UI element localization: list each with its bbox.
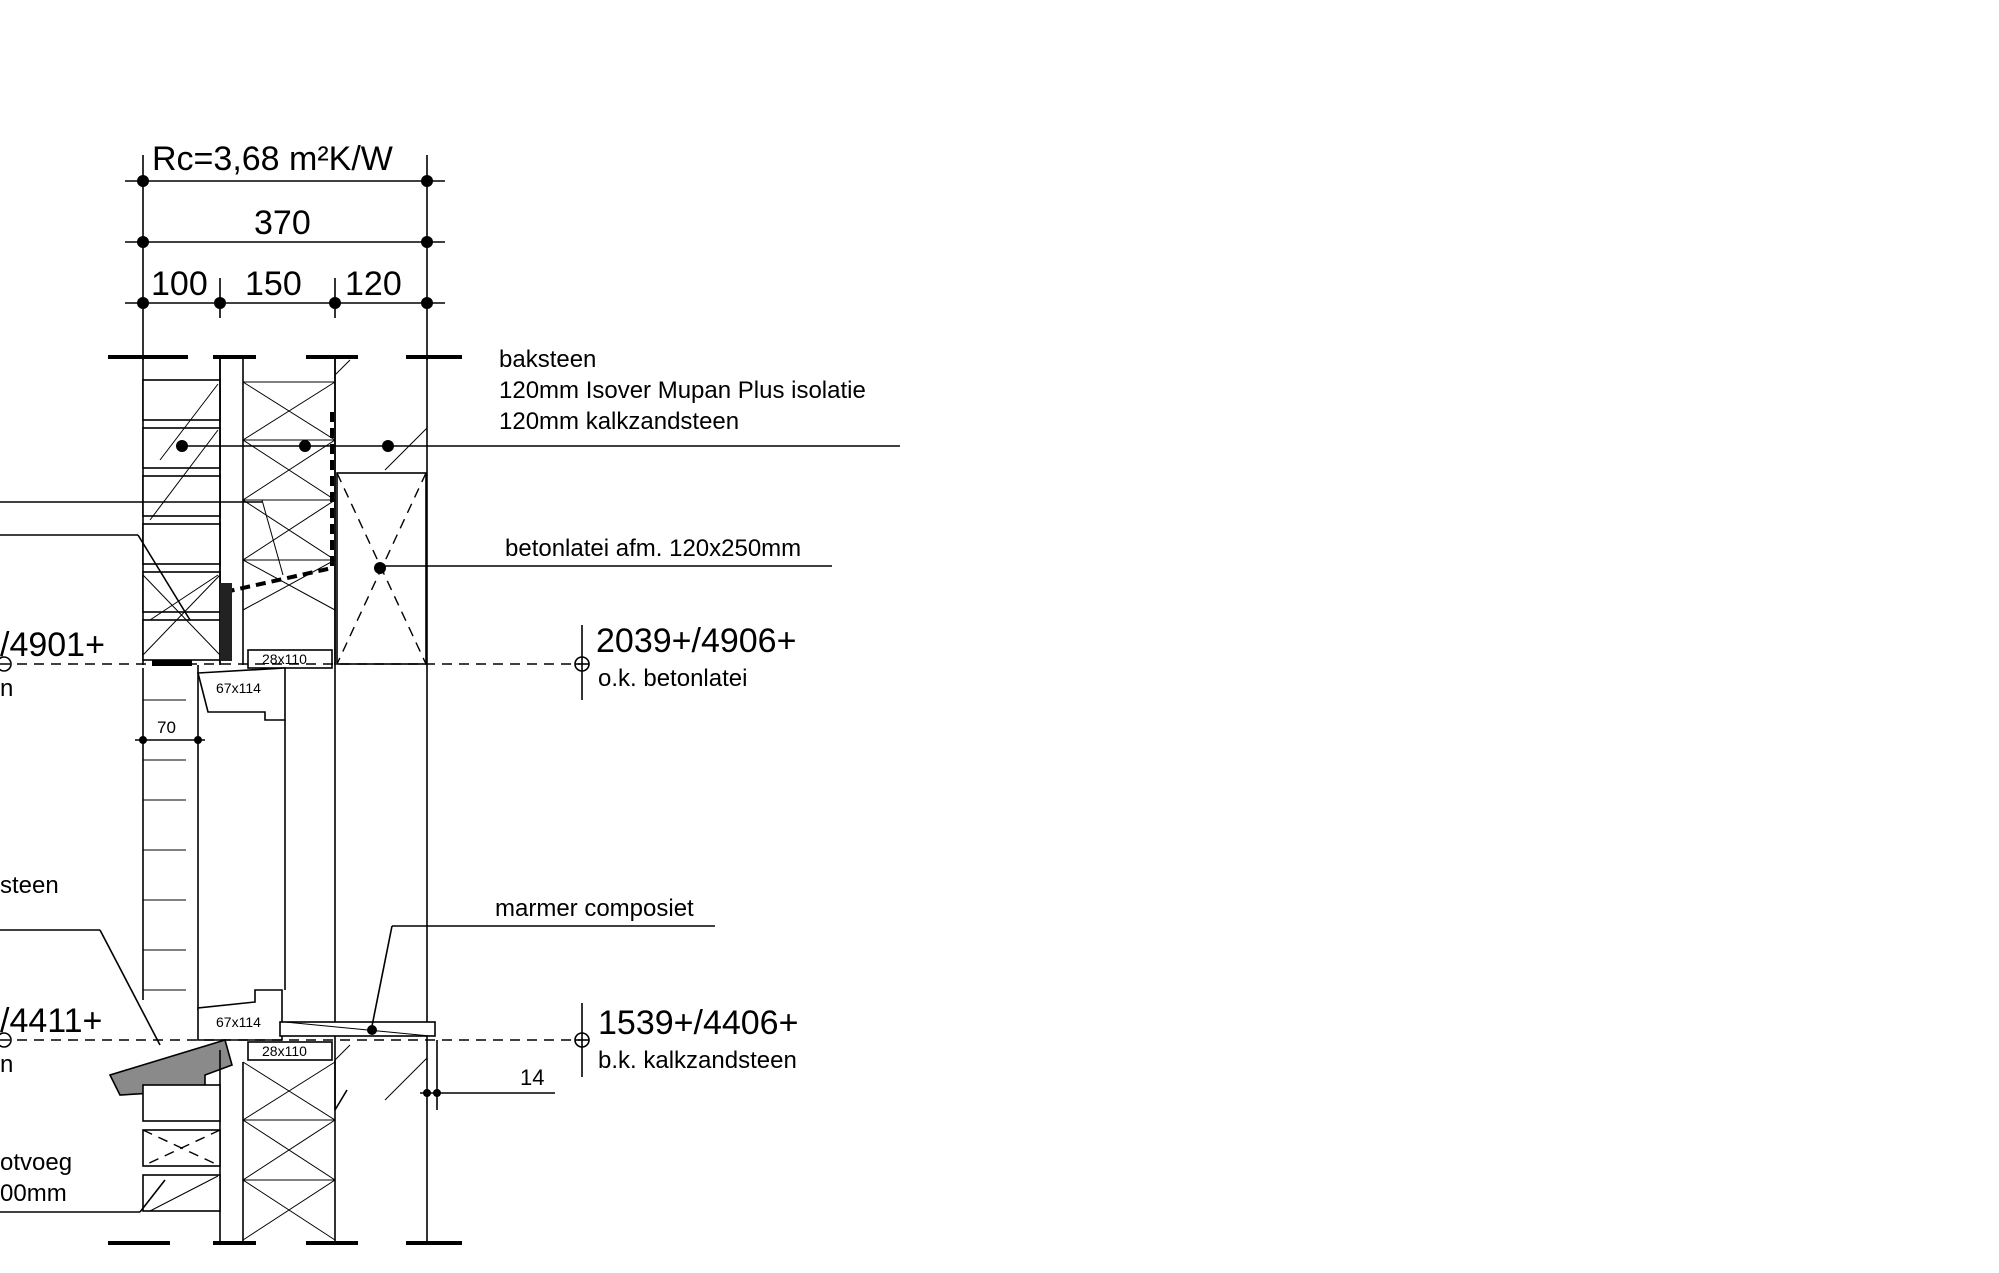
layer-insulation-label: 120mm Isover Mupan Plus isolatie bbox=[499, 377, 866, 404]
upper-level-value: 2039+/4906+ bbox=[596, 622, 796, 660]
cut-lines bbox=[108, 355, 462, 1245]
layer-brick-label: baksteen bbox=[499, 346, 596, 373]
left-steen-label: steen bbox=[0, 872, 59, 899]
segment-brick-label: 100 bbox=[151, 265, 208, 303]
lintel-label: betonlatei afm. 120x250mm bbox=[505, 535, 801, 562]
upper-limestone-and-lintel bbox=[334, 357, 428, 1243]
window-opening: 70 bbox=[135, 665, 286, 1010]
dimension-chains: Rc=3,68 m²K/W 370 100 150 120 bbox=[125, 140, 445, 360]
left-mm-label: 00mm bbox=[0, 1180, 67, 1207]
upper-left-level-desc: n bbox=[0, 675, 13, 702]
lower-left-level-value: /4411+ bbox=[0, 1002, 102, 1040]
bottom-frame-size-label: 67x114 bbox=[216, 1014, 261, 1030]
sill-material-label: marmer composiet bbox=[495, 895, 694, 922]
bottom-plate-size-label: 28x110 bbox=[262, 1043, 307, 1059]
upper-window-frame: 28x110 67x114 bbox=[152, 583, 333, 721]
upper-left-level-value: /4901+ bbox=[0, 626, 105, 664]
reveal-dimension-label: 70 bbox=[157, 718, 176, 737]
level-markers: 14 bbox=[0, 625, 590, 1110]
sill-offset-label: 14 bbox=[520, 1065, 544, 1090]
segment-insulation-label: 150 bbox=[245, 265, 302, 303]
lower-level-value: 1539+/4406+ bbox=[598, 1004, 798, 1042]
lower-level-desc: b.k. kalkzandsteen bbox=[598, 1047, 797, 1074]
rc-value-label: Rc=3,68 m²K/W bbox=[152, 140, 393, 178]
layer-limestone-label: 120mm kalkzandsteen bbox=[499, 408, 739, 435]
window-sill: 67x114 28x110 bbox=[108, 989, 436, 1096]
upper-cavity-insulation bbox=[219, 357, 336, 665]
segment-limestone-label: 120 bbox=[345, 265, 402, 303]
lower-wall bbox=[142, 1044, 428, 1243]
top-plate-size-label: 28x110 bbox=[262, 651, 307, 667]
upper-level-desc: o.k. betonlatei bbox=[598, 665, 747, 692]
left-otvoeg-label: otvoeg bbox=[0, 1149, 72, 1176]
lower-left-level-desc: n bbox=[0, 1051, 13, 1078]
total-width-label: 370 bbox=[254, 204, 311, 242]
upper-brick-leaf bbox=[142, 357, 221, 665]
leader-lines bbox=[0, 440, 900, 1213]
top-frame-size-label: 67x114 bbox=[216, 680, 261, 696]
